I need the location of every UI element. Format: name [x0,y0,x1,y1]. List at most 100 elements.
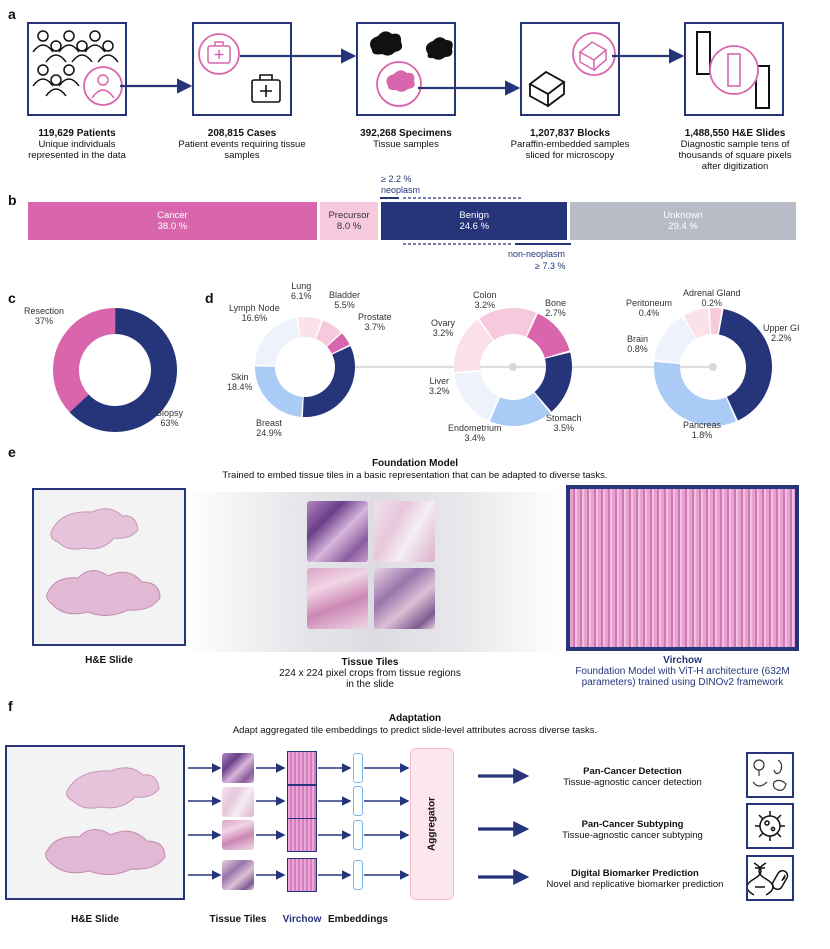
panel-label-e: e [8,444,16,460]
donut-slice-bladder [315,320,341,346]
virchow-model-image [566,485,799,651]
f-slide-label: H&E Slide [71,914,119,925]
foundation-model-title: Foundation Model [371,458,459,469]
bar-segment-label: Precursor [328,210,370,221]
neoplasm-pct: ≥ 2.2 % [381,174,412,184]
virchow-encoder-1 [287,751,317,785]
cases-box [192,22,292,116]
bar-segment-pct: 38.0 % [157,221,188,232]
donut-slice-biopsy [69,308,178,432]
adapt-tile-2 [222,787,254,817]
specimen-type-donut [53,308,178,432]
non-neoplasm-label: non-neoplasm [508,249,566,259]
medical-kit-icon [198,33,281,103]
panel-a-arrows [120,48,685,96]
tissue-specimen-icon [370,31,453,107]
embedding-3 [353,820,363,850]
donut-center-dot [509,363,517,371]
adaptation-title: Adaptation [388,713,442,724]
neoplasm-brackets [380,197,571,245]
donut-slice-prostate [327,333,350,354]
tissue-tile-4 [374,568,435,629]
foundation-model-subtitle: Trained to embed tissue tiles in a basic… [222,470,608,481]
donut-slice-stomach [534,352,572,412]
panel-label-a: a [8,6,16,22]
bar-segment-pct: 24.6 % [459,221,490,232]
panel-label-c: c [8,290,16,306]
virchow-encoder-2 [287,785,317,819]
adapt-tile-1 [222,753,254,783]
f-embeddings-label: Embeddings [327,914,388,925]
bar-segment-label: Unknown [663,210,703,221]
adapt-tile-4 [222,860,254,890]
panel-label-f: f [8,698,13,714]
adaptation-arrows [188,763,530,885]
donut-slice-brain [654,316,696,363]
organ-donut-1 [255,317,355,417]
bar-segment-label: Benign [459,210,490,221]
organs-icon [746,752,794,798]
cell-icon [746,803,794,849]
adapt-tile-3 [222,820,254,850]
donut-slice-ovary [454,319,494,373]
f-virchow-label: Virchow [282,914,322,925]
slides-box [684,22,784,116]
donut-slice-resection [53,308,116,413]
adaptation-tissue-section [45,767,166,875]
tissue-tile-3 [307,568,368,629]
donut-slice-adrenal-gland [709,308,722,335]
paraffin-block-icon [528,32,616,108]
dna-pill-icon [746,855,794,901]
specimens-box [356,22,456,116]
f-tiles-label: Tissue Tiles [209,914,267,925]
aggregator-block: Aggregator [410,748,454,900]
donut-slice-lymph-node [255,317,300,366]
donut-slice-pancreas [654,361,737,426]
bar-segment-label: Cancer [157,210,188,221]
embedding-1 [353,753,363,783]
aggregator-label: Aggregator [426,797,438,851]
donut-slice-upper-gi [718,308,772,421]
non-neoplasm-pct: ≥ 7.3 % [535,261,566,271]
tissue-section [46,508,161,616]
panel-label-b: b [8,192,17,208]
organ-donut-2 [454,308,572,426]
he-slide-image [32,488,186,646]
virchow-encoder-3 [287,818,317,852]
embedding-4 [353,860,363,890]
donut-slice-liver [454,371,500,421]
people-icon [32,30,123,106]
donut-slice-breast [302,346,355,417]
blocks-box [520,22,620,116]
donut-center-dot [709,363,717,371]
donut-slice-lung [298,317,322,339]
